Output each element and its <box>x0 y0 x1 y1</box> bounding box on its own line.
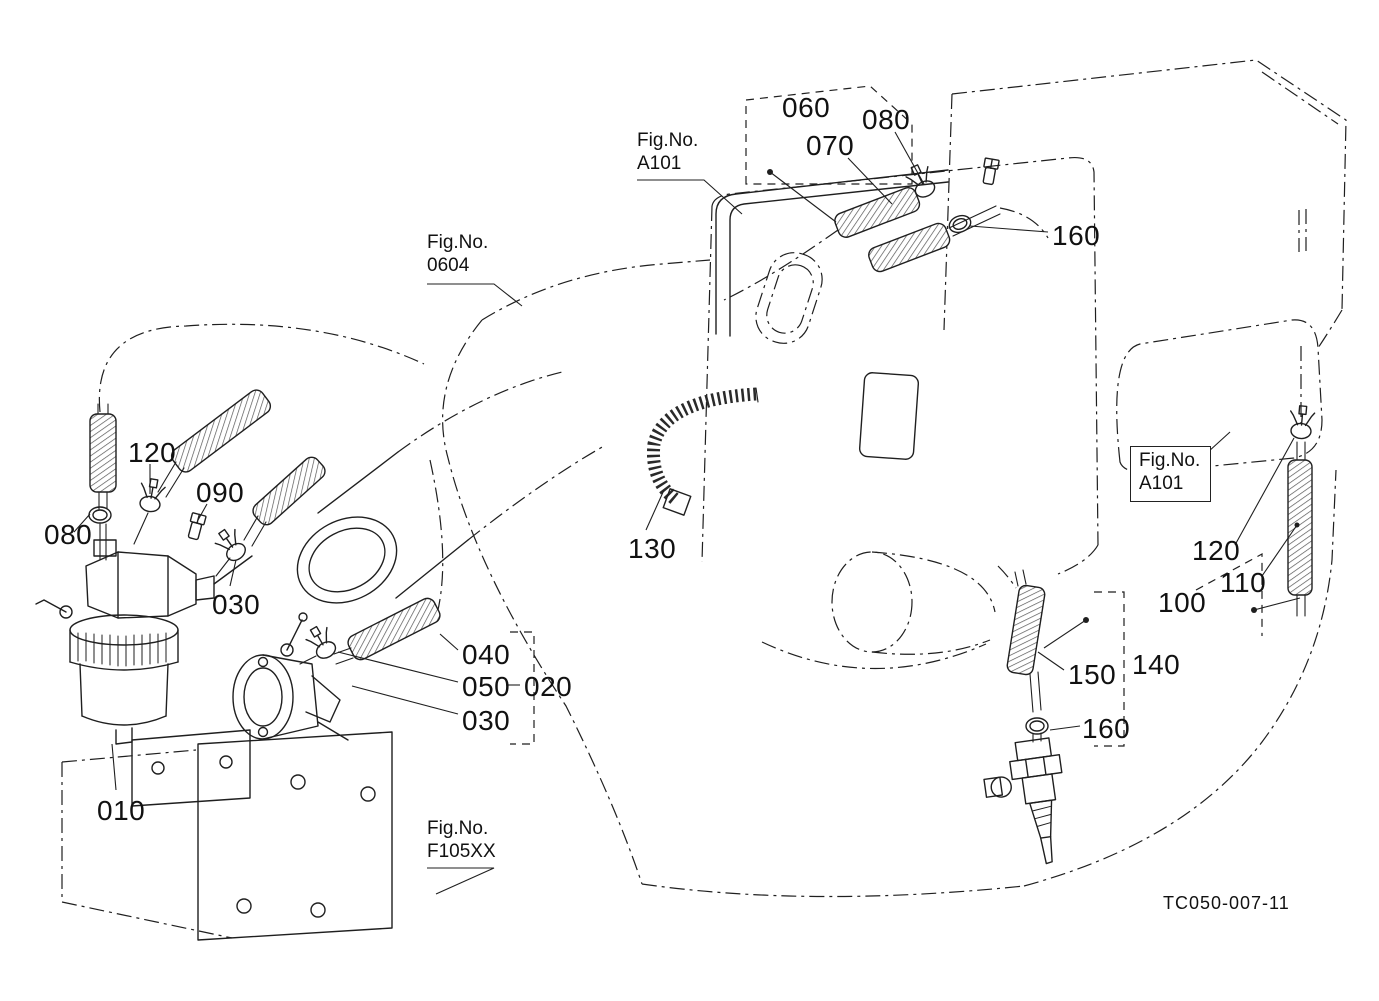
fig-ref-line2: A101 <box>637 152 682 174</box>
fig-ref-line2: 0604 <box>427 254 470 276</box>
hose-040 <box>347 597 441 661</box>
part-label-090: 090 <box>196 477 245 508</box>
hose-090-area <box>170 389 272 473</box>
part-label-050: 050 <box>462 671 511 702</box>
cable-tie <box>646 387 759 516</box>
part-label-110: 110 <box>1220 567 1267 598</box>
fuel-hoses <box>89 187 1313 676</box>
ring-clamp-080-left <box>88 506 112 524</box>
filler-neck <box>296 451 469 604</box>
part-label-100: 100 <box>1158 587 1207 618</box>
part-label-150: 150 <box>1068 659 1117 690</box>
part-label-140: 140 <box>1132 649 1181 680</box>
part-label-030-lower: 030 <box>462 705 511 736</box>
part-label-160-top: 160 <box>1052 220 1101 251</box>
wire-clamp-030-upper <box>211 523 251 566</box>
hose-070-b <box>868 222 951 273</box>
part-label-120-right: 120 <box>1192 535 1241 566</box>
lower-bracket-plate <box>197 731 393 941</box>
fig-ref-line1: Fig.No. <box>427 818 489 839</box>
bolt-top-right <box>980 157 1000 186</box>
drawing-code: TC050-007-11 <box>1163 893 1290 913</box>
part-label-060: 060 <box>782 92 831 123</box>
wire-clamp-120-left <box>136 476 167 515</box>
fig-ref-line2: A101 <box>1139 472 1184 494</box>
bolt-090 <box>185 511 207 542</box>
part-label-080-top: 080 <box>862 104 911 135</box>
fig-ref-line1: Fig.No. <box>637 130 699 151</box>
fig-ref-f105xx: Fig.No. F105XX <box>427 818 496 864</box>
part-label-030-upper: 030 <box>212 589 261 620</box>
part-label-120-left: 120 <box>128 437 177 468</box>
fig-ref-0604: Fig.No. 0604 <box>427 232 488 278</box>
fig-ref-line1: Fig.No. <box>1139 450 1201 471</box>
tank-frame-detail <box>715 169 949 460</box>
leader-lines <box>73 131 1301 895</box>
ring-clamp-160-right <box>1025 717 1049 735</box>
part-label-130: 130 <box>628 533 677 564</box>
dashed-group-boxes <box>510 85 1263 747</box>
wire-clamp-050 <box>302 621 341 664</box>
hose-150 <box>1006 584 1046 676</box>
part-label-070: 070 <box>806 130 855 161</box>
hose-070-a <box>834 187 921 238</box>
hose-110 <box>1287 459 1313 596</box>
fig-ref-line1: Fig.No. <box>427 232 489 253</box>
machine-outline-phantom <box>61 59 1347 939</box>
part-label-010: 010 <box>97 795 146 826</box>
fuel-cock-assembly <box>232 612 349 741</box>
part-label-020: 020 <box>524 671 573 702</box>
fig-ref-a101-right: Fig.No. A101 <box>1130 446 1212 502</box>
fuel-pipe-joint-assembly <box>983 737 1063 865</box>
ring-clamp-160-top <box>946 212 974 236</box>
part-label-080-left: 080 <box>44 519 93 550</box>
part-label-160-right: 160 <box>1082 713 1131 744</box>
fig-ref-line2: F105XX <box>427 840 496 862</box>
wire-clamp-120-right <box>1287 404 1316 441</box>
fuel-filter-assembly <box>35 539 253 745</box>
fig-ref-a101-top: Fig.No. A101 <box>637 130 698 176</box>
hose-030-area <box>252 456 326 526</box>
filter-mounting-bracket <box>131 729 251 807</box>
hose-inlet-left <box>89 413 117 493</box>
hose-necks <box>97 205 1306 743</box>
part-label-040: 040 <box>462 639 511 670</box>
